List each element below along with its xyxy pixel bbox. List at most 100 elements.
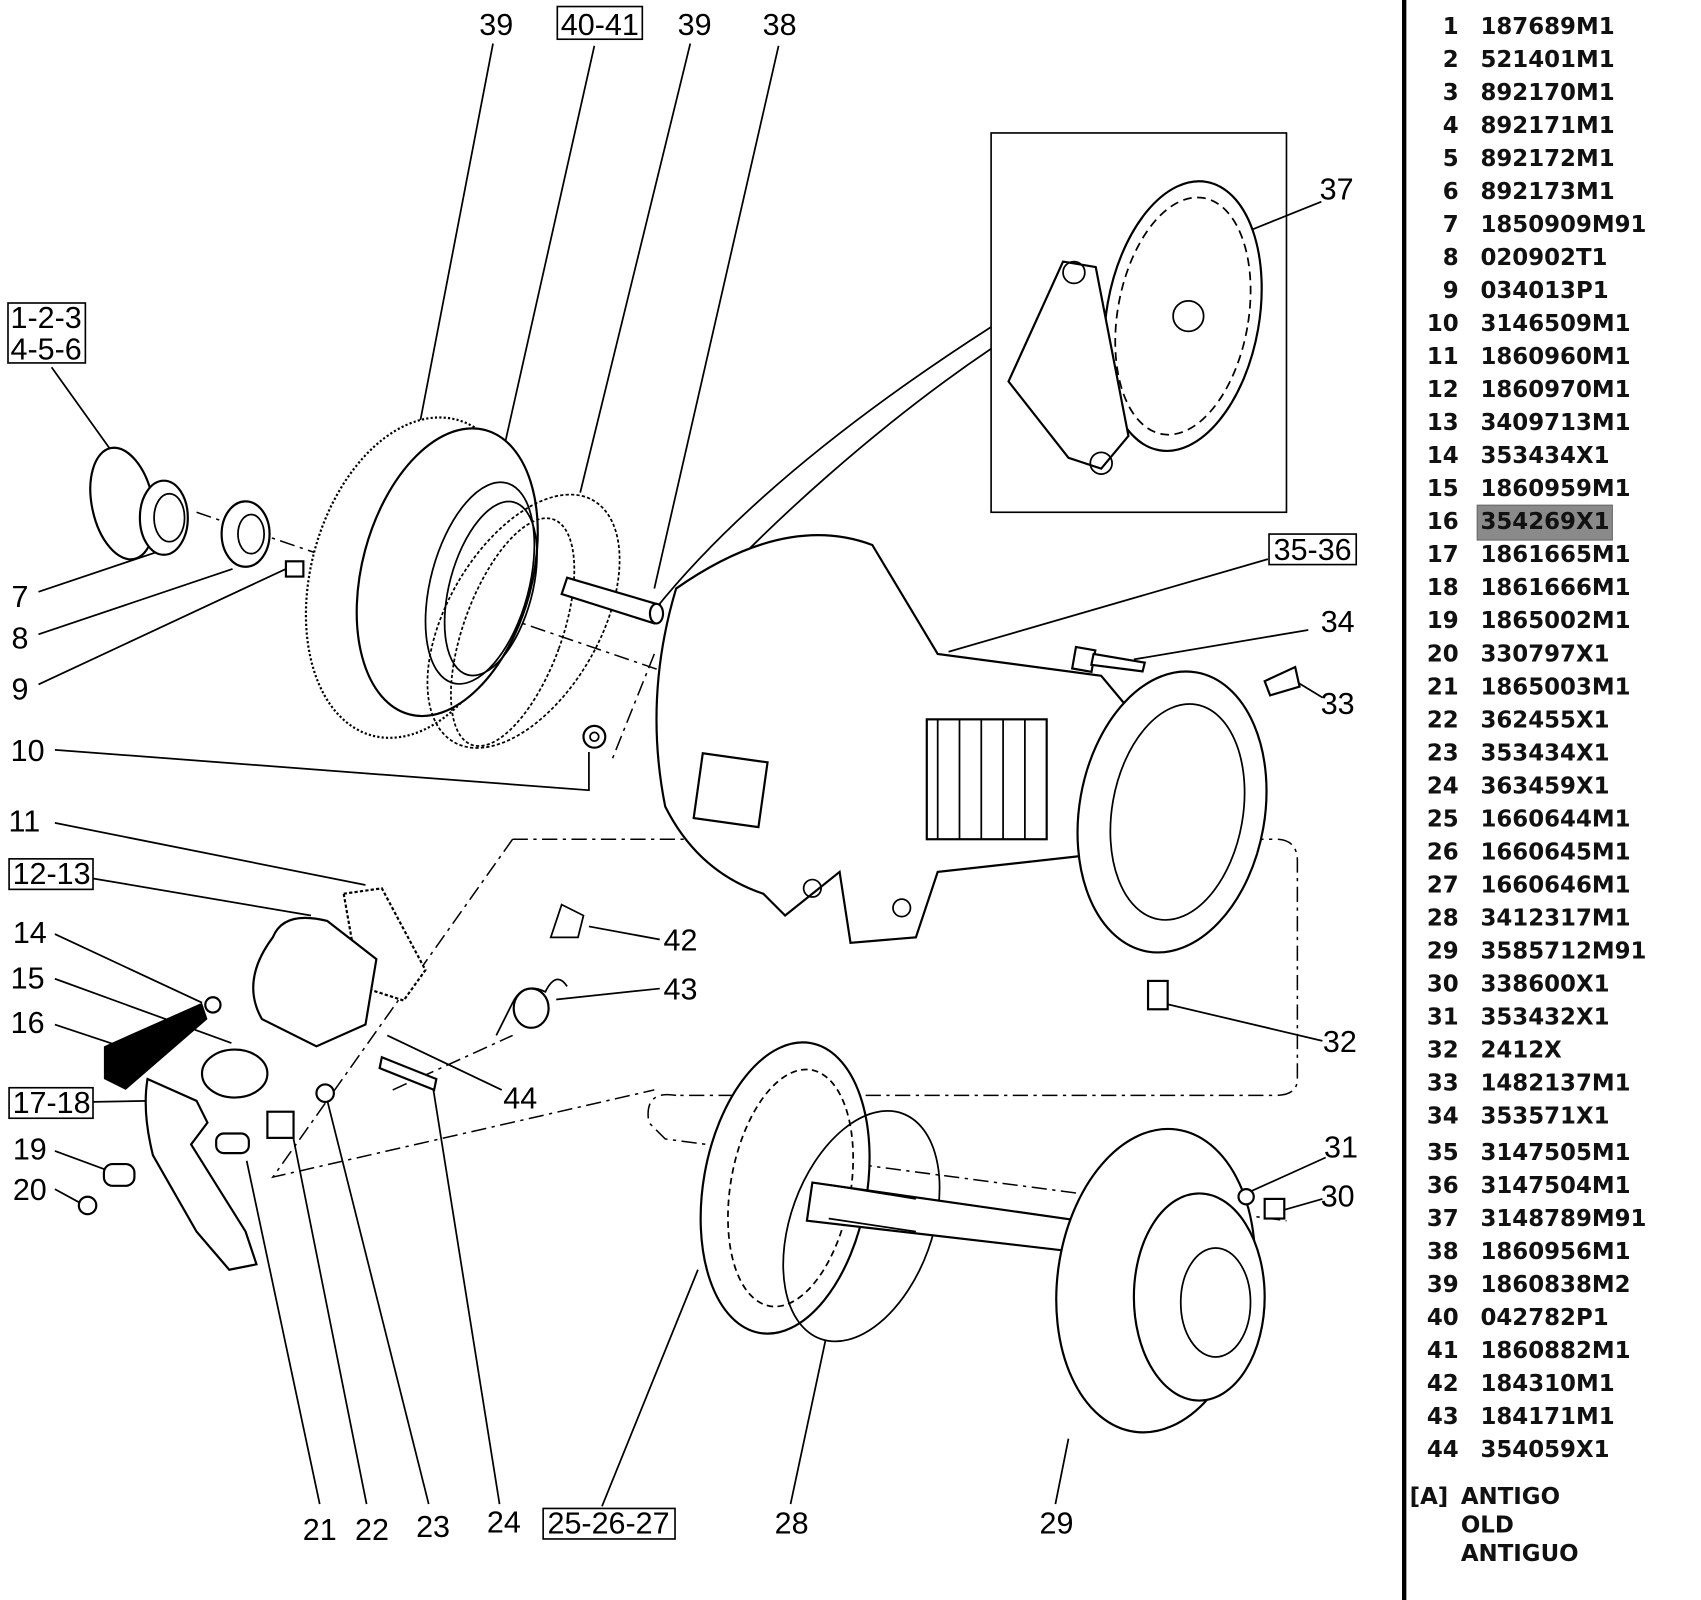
callout-4-5-6: 4-5-6 (11, 333, 82, 367)
callout-31: 31 (1324, 1130, 1358, 1164)
part-ref-number: 37 (1427, 1206, 1459, 1232)
part-number: 3585712M91 (1480, 938, 1646, 964)
callout-21: 21 (303, 1513, 337, 1547)
parts-list-row: 29 3585712M91 (1427, 938, 1647, 964)
legend-key: [A] (1410, 1484, 1449, 1510)
part-ref-number: 4 (1443, 113, 1459, 139)
part-ref-number: 44 (1427, 1437, 1459, 1463)
part-number: 1850909M91 (1480, 212, 1646, 238)
part-ref-number: 18 (1427, 575, 1459, 601)
callout-15: 15 (11, 962, 45, 996)
part-ref-number: 25 (1427, 806, 1459, 832)
parts-list-row: 13 3409713M1 (1427, 410, 1631, 436)
callout-box-35-36 (1268, 533, 1358, 566)
callout-35-36: 35-36 (1274, 533, 1352, 567)
part-number: 1660646M1 (1480, 872, 1630, 898)
callout-25-26-27: 25-26-27 (547, 1507, 669, 1541)
parts-list-row: 37 3148789M91 (1427, 1206, 1647, 1232)
callout-39-right: 39 (678, 8, 712, 42)
callout-box-25-27 (542, 1507, 676, 1540)
part-ref-number: 29 (1427, 938, 1459, 964)
parts-list-row: 35 3147505M1 (1427, 1140, 1631, 1166)
part-number: 354269X1 (1480, 509, 1609, 535)
legend-old: [A] ANTIGO OLD ANTIGUO (1410, 1484, 1579, 1567)
callout-32: 32 (1323, 1025, 1357, 1059)
part-number: 1860838M2 (1480, 1272, 1630, 1298)
part-number: 1861665M1 (1480, 542, 1630, 568)
bolt-34 (1070, 645, 1147, 674)
brake-housing-39-40-41 (304, 416, 621, 749)
parts-list-row: 7 1850909M91 (1443, 212, 1647, 238)
part-ref-number: 20 (1427, 641, 1459, 667)
part-ref-number: 31 (1427, 1005, 1459, 1031)
part-number: 020902T1 (1480, 245, 1607, 271)
part-ref-number: 38 (1427, 1239, 1459, 1265)
part-ref-number: 32 (1427, 1038, 1459, 1064)
callout-22: 22 (355, 1513, 389, 1547)
part-ref-number: 30 (1427, 971, 1459, 997)
fitting-33 (1263, 665, 1301, 697)
part-number: 892173M1 (1480, 179, 1614, 205)
part-ref-number: 7 (1443, 212, 1459, 238)
part-number: 338600X1 (1480, 971, 1609, 997)
callout-17-18: 17-18 (13, 1086, 91, 1120)
part-number: 353571X1 (1480, 1104, 1609, 1130)
callout-34: 34 (1321, 605, 1355, 639)
part-ref-number: 35 (1427, 1140, 1459, 1166)
callout-labels: 39 40-41 39 38 37 1-2-3 4-5-6 35-36 34 3… (7, 5, 1358, 1547)
part-ref-number: 17 (1427, 542, 1459, 568)
part-number: 3148789M91 (1480, 1206, 1646, 1232)
part-ref-number: 36 (1427, 1173, 1459, 1199)
part-ref-number: 13 (1427, 410, 1459, 436)
part-ref-number: 3 (1443, 80, 1459, 106)
callout-30: 30 (1321, 1180, 1355, 1214)
part-ref-number: 33 (1427, 1071, 1459, 1097)
part-number: 362455X1 (1480, 707, 1609, 733)
callout-10: 10 (11, 734, 45, 768)
legend-line-3: ANTIGUO (1461, 1541, 1579, 1567)
part-number: 034013P1 (1480, 278, 1608, 304)
part-ref-number: 8 (1443, 245, 1459, 271)
part-number: 3147505M1 (1480, 1140, 1630, 1166)
callout-11: 11 (9, 805, 41, 839)
callout-12-13: 12-13 (13, 857, 91, 891)
part-ref-number: 6 (1443, 179, 1459, 205)
callout-29: 29 (1040, 1507, 1074, 1541)
part-ref-number: 1 (1443, 14, 1459, 40)
part-number: 1482137M1 (1480, 1071, 1630, 1097)
callout-9: 9 (11, 673, 28, 707)
legend-line-2: OLD (1461, 1512, 1514, 1538)
part-number: 3409713M1 (1480, 410, 1630, 436)
part-number: 1860882M1 (1480, 1338, 1630, 1364)
callout-28: 28 (775, 1507, 809, 1541)
part-number: 1860959M1 (1480, 476, 1630, 502)
callout-44: 44 (503, 1081, 537, 1115)
shaft-38 (560, 576, 665, 625)
part-number: 1660645M1 (1480, 839, 1630, 865)
callout-24: 24 (487, 1505, 521, 1539)
row-highlight (1476, 504, 1613, 541)
